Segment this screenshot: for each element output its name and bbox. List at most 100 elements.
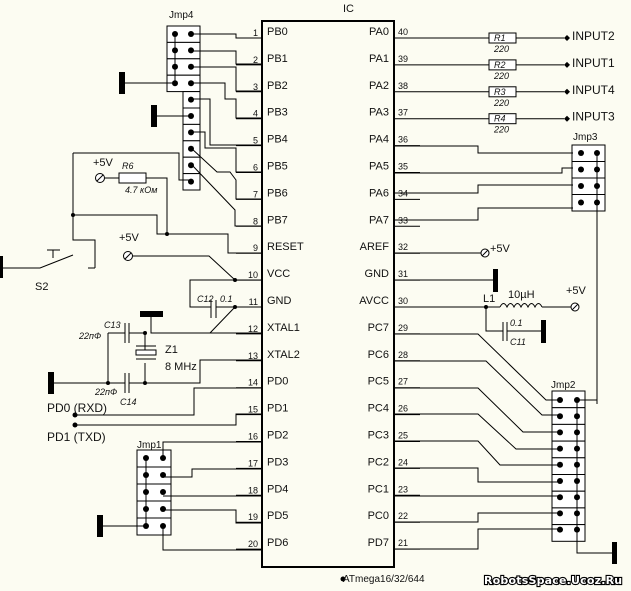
ic-pin-number: 15 <box>248 405 258 415</box>
wire-pb6 <box>190 147 262 200</box>
reset-supply: +5V <box>93 157 114 169</box>
crystal-icon <box>135 349 157 356</box>
ic-pin-name: PB3 <box>267 107 288 119</box>
ic-pin-number: 9 <box>253 243 258 253</box>
input-resistors: R1220INPUT2R2220INPUT1R3220INPUT4R4220IN… <box>420 29 615 135</box>
ground-icon <box>140 311 163 317</box>
header-cell <box>551 407 586 425</box>
ic-pin-name: PC5 <box>368 376 389 388</box>
header-cell <box>551 490 586 509</box>
ic-pin-name: PC6 <box>368 349 389 361</box>
ic-pin-number: 35 <box>398 162 408 172</box>
header-cell <box>551 390 586 409</box>
ic-pin-number: 36 <box>398 135 408 145</box>
ic-pin-number: 23 <box>398 484 408 494</box>
ic-pin-number: 1 <box>253 28 258 38</box>
ic-pin-number: 4 <box>253 109 258 119</box>
input-terminal-icon <box>564 88 570 95</box>
ic-pin-number: 28 <box>398 350 408 360</box>
header-pin[interactable] <box>557 413 563 420</box>
ic-right-pins: 40PA039PA138PA237PA336PA435PA534PA633PA7… <box>359 26 420 550</box>
input-terminal-icon <box>564 35 570 41</box>
ground-icon <box>151 105 157 127</box>
header-cell <box>571 177 606 195</box>
wire-pd6 <box>162 526 262 551</box>
part-marker-icon <box>340 576 346 582</box>
ic-pin-name: PD1 <box>267 403 288 415</box>
header-pin[interactable] <box>578 166 584 173</box>
ic-pin-number: 8 <box>253 216 258 226</box>
input-label: INPUT1 <box>572 56 615 70</box>
header-pin[interactable] <box>557 478 563 484</box>
ground-icon <box>48 372 54 394</box>
header-pin[interactable] <box>188 145 194 152</box>
ic-pin-number: 20 <box>248 539 258 549</box>
header-pin[interactable] <box>188 96 194 103</box>
terminal-slash <box>96 174 104 182</box>
ic-pin-name: VCC <box>267 268 290 280</box>
jmp2-label: Jmp2 <box>551 380 576 391</box>
ground-icon <box>493 269 498 292</box>
ic-pin-name: GND <box>365 268 390 280</box>
header-cell <box>551 507 586 526</box>
header-pin[interactable] <box>578 199 584 206</box>
ic-pin-number: 40 <box>398 27 408 37</box>
ic-pin-name: PC1 <box>368 483 389 495</box>
r6-resistor-icon <box>118 172 147 184</box>
wire-pd5 <box>163 509 262 524</box>
ic-body <box>261 20 395 568</box>
ic-pin-name: PC7 <box>368 322 389 334</box>
header-pin[interactable] <box>188 47 194 54</box>
ic-pin-name: PD0 <box>267 376 288 388</box>
ic-pin-number: 31 <box>398 269 408 279</box>
wire-pa7 <box>394 207 573 221</box>
input-terminal-icon <box>564 61 570 68</box>
wire-pb4 <box>191 98 262 146</box>
header-pin[interactable] <box>578 150 584 156</box>
ic-pin-name: PD7 <box>368 537 389 549</box>
wire-pc4 <box>394 413 560 450</box>
wire-pb2 <box>191 66 262 92</box>
crystal-freq: 8 MHz <box>165 361 197 373</box>
vcc-supply: +5V <box>119 232 140 244</box>
header-pin[interactable] <box>188 162 194 169</box>
wire-reset-jmp4 <box>72 152 191 215</box>
wire-pa6 <box>394 184 573 194</box>
jmp2-header <box>551 390 597 542</box>
c14-value: 22пФ <box>94 387 117 397</box>
ic-pin-number: 21 <box>398 538 408 548</box>
wire-pb3 <box>191 82 262 119</box>
header-pin[interactable] <box>557 494 563 501</box>
jmp3-header <box>571 144 606 212</box>
ic-pin-number: 27 <box>398 377 408 387</box>
ic-pin-name: PC4 <box>368 403 389 415</box>
wire-pa4 <box>394 145 573 154</box>
r6-value: 4.7 кОм <box>125 185 157 195</box>
ic-pin-name: PC3 <box>368 430 389 442</box>
inductor-value: 10µH <box>508 289 535 301</box>
header-pin[interactable] <box>160 489 166 495</box>
wire-pb7 <box>190 163 262 227</box>
ic-pin-number: 5 <box>253 136 258 146</box>
ic-pin-number: 25 <box>398 431 408 441</box>
header-pin[interactable] <box>578 183 584 189</box>
ic-pin-number: 17 <box>248 458 258 468</box>
wire-pc7 <box>394 333 560 401</box>
header-pin[interactable] <box>557 526 563 533</box>
wire-s2 <box>72 215 96 269</box>
ic-pin-name: PB6 <box>267 187 288 199</box>
ic-pin-name: PB1 <box>267 53 288 65</box>
ic-pin-name: XTAL1 <box>267 322 300 334</box>
wire-pd2 <box>162 441 262 458</box>
ic-pin-number: 39 <box>398 54 408 64</box>
header-pin[interactable] <box>160 506 166 512</box>
ic-pin-name: PC0 <box>368 510 389 522</box>
ic-pin-name: AVCC <box>359 295 389 307</box>
terminal-slash <box>571 303 579 311</box>
c13-value: 22пФ <box>78 331 101 341</box>
wire-pc2 <box>394 467 560 483</box>
ic-pin-number: 16 <box>248 432 258 442</box>
ic-title: IC <box>343 3 354 15</box>
terminal-slash <box>481 249 489 257</box>
